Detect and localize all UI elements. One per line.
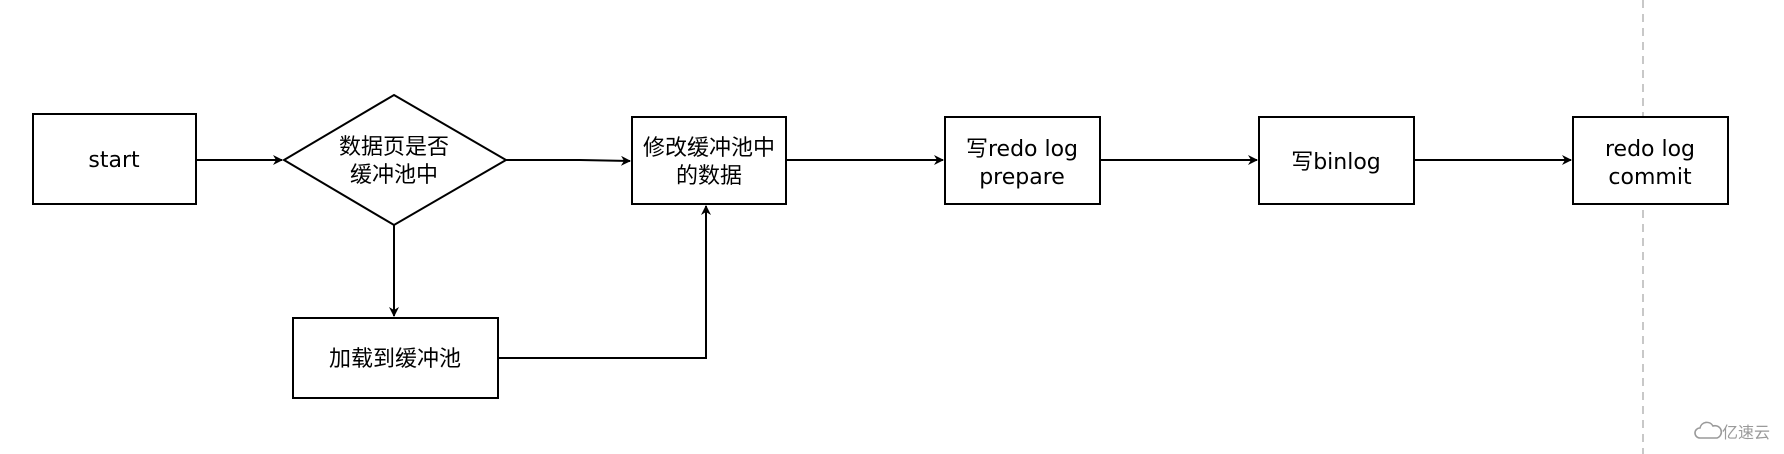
edge-load-to-modify [498,205,711,359]
cloud-icon [1694,421,1723,439]
node-redo-prepare-label-line1: 写redo log [966,137,1078,162]
node-redo-log-commit[interactable]: redo log commit [1572,116,1729,205]
node-start-label: start [88,148,140,173]
node-redo-commit-label-line1: redo log [1605,137,1695,162]
node-decision-label-line2: 缓冲池中 [350,163,438,188]
node-redo-prepare-label-line2: prepare [979,165,1065,190]
node-decision[interactable]: 数据页是否 缓冲池中 [282,93,508,227]
node-load-label: 加载到缓冲池 [329,347,461,372]
node-modify-label-line1: 修改缓冲池中 [643,136,775,161]
node-start[interactable]: start [32,113,197,205]
node-modify-label-line2: 的数据 [676,164,742,189]
watermark-text: 亿速云 [1722,423,1770,442]
node-redo-commit-label-line2: commit [1608,165,1692,190]
node-binlog-label: 写binlog [1291,150,1381,175]
node-decision-label-line1: 数据页是否 [339,135,449,160]
node-redo-log-prepare[interactable]: 写redo log prepare [944,116,1101,205]
watermark: 亿速云 [1694,421,1770,442]
node-write-binlog[interactable]: 写binlog [1258,116,1415,205]
node-modify-buffer[interactable]: 修改缓冲池中 的数据 [631,116,787,205]
node-load-to-buffer[interactable]: 加载到缓冲池 [292,317,499,399]
edge-decision-to-modify [506,155,631,166]
